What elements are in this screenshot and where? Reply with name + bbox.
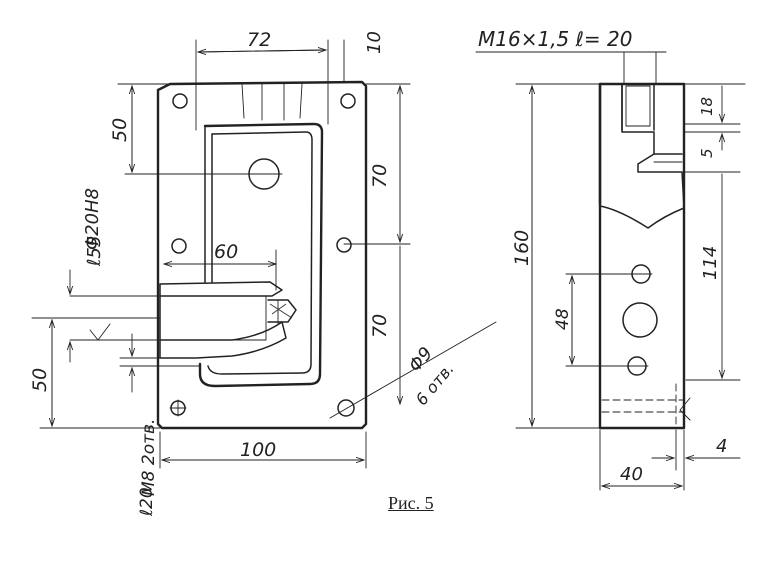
side-outline	[598, 82, 686, 430]
bore-section-top	[159, 281, 283, 297]
tap-depth: ℓ20	[137, 487, 157, 517]
front-view: 72 10 50 70 70 60 Φ20H8 ℓ55 50	[29, 29, 497, 517]
dim-50-top: 50	[109, 118, 131, 142]
dim-5: 5	[698, 148, 716, 158]
dim-60: 60	[214, 241, 238, 263]
bore-depth: ℓ55	[84, 236, 105, 267]
dim-18: 18	[698, 97, 716, 116]
dim-70-lower: 70	[369, 314, 391, 338]
dim-114: 114	[700, 246, 721, 280]
dim-160: 160	[511, 230, 533, 266]
bore-diameter: Φ20H8	[82, 188, 103, 250]
dim-50-bottom: 50	[29, 368, 51, 392]
pocket-outline	[198, 122, 324, 388]
dim-48: 48	[553, 308, 573, 330]
mounting-holes	[169, 93, 356, 417]
dim-72: 72	[247, 29, 271, 51]
dim-10: 10	[364, 31, 385, 54]
plate-outline	[156, 80, 368, 430]
dim-100: 100	[240, 439, 276, 461]
thread-section	[599, 83, 685, 229]
dim-4: 4	[716, 436, 727, 457]
thread-note: M16×1,5 ℓ= 20	[478, 27, 632, 51]
dim-70-upper: 70	[369, 164, 391, 188]
figure-caption: Рис. 5	[388, 493, 434, 513]
side-view: M16×1,5 ℓ= 20 160 48 18 5 114 4 40	[475, 27, 746, 491]
tap-size: M8 2отв.	[139, 419, 159, 496]
bore-section-bottom	[159, 321, 287, 359]
dim-40: 40	[620, 464, 643, 485]
